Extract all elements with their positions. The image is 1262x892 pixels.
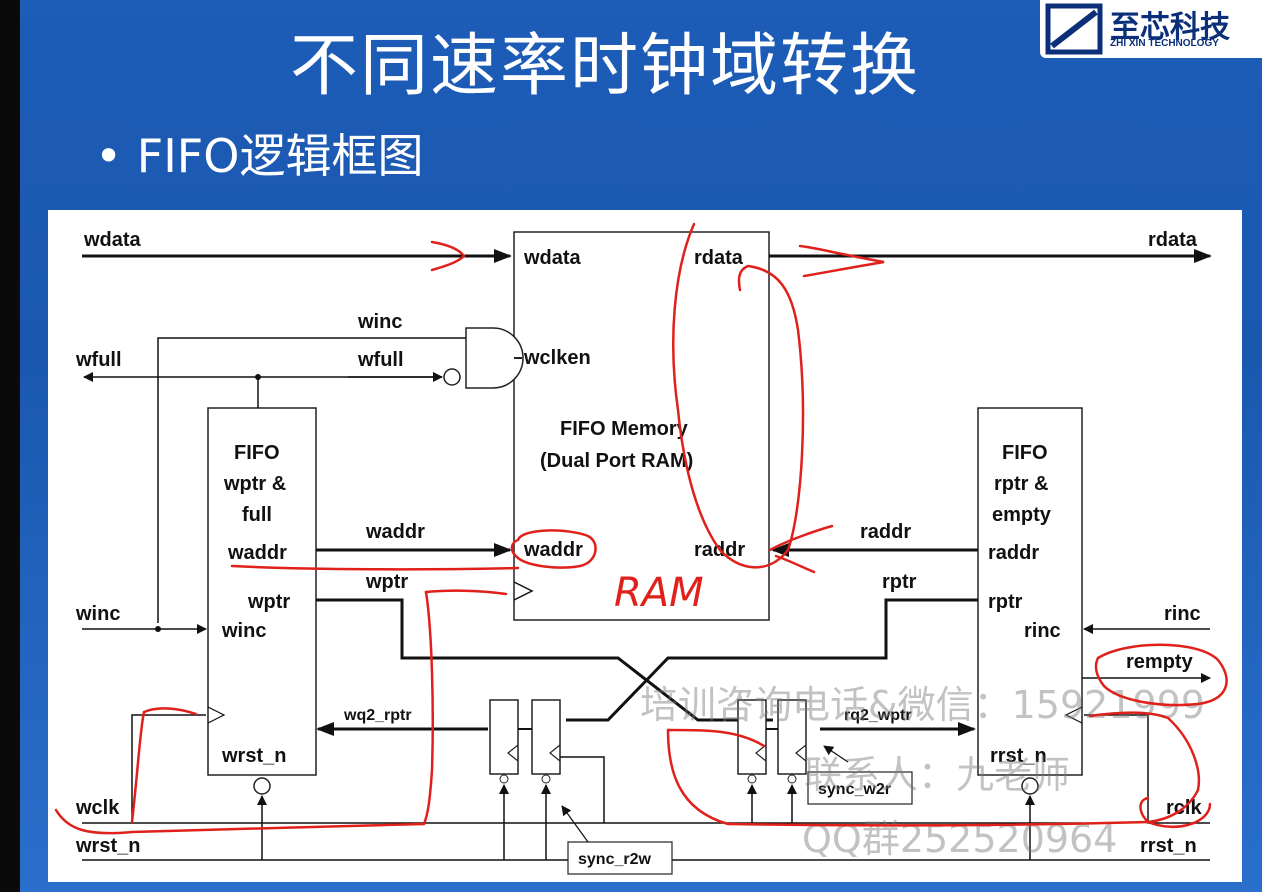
waddr-wire-label: waddr [365,521,425,543]
fifo-memory-box [513,231,770,621]
sync-w2r-label-box [807,771,913,805]
sync-r2w-flops [489,699,561,784]
wptr-wire-label: wptr [365,571,408,593]
logo-subtitle: ZHI XIN TECHNOLOGY [1110,38,1219,49]
wblock-line1: FIFO [234,442,280,464]
sync-w2r-label: sync_w2r [818,781,891,798]
wfull-gate-label: wfull [357,349,404,371]
rptr-wire-label: rptr [882,571,917,593]
wblock-port-winc: winc [221,620,266,642]
sync-w2r-flops [737,699,807,784]
memory-subtitle: (Dual Port RAM) [540,450,693,472]
rinc-input-label: rinc [1164,603,1201,625]
rptr-wire [566,598,978,722]
wblock-line3: full [242,504,272,526]
wdata-input-label: wdata [83,229,142,251]
rblock-line1: FIFO [1002,442,1048,464]
sync-r2w-label-box [567,841,673,875]
wblock-port-waddr: waddr [227,542,287,564]
rblock-port-rrst: rrst_n [990,745,1047,767]
wptr-wire [316,598,738,722]
mem-port-wclken: wclken [523,347,591,369]
rblock-line2: rptr & [994,473,1048,495]
company-logo: 至芯科技 ZHI XIN TECHNOLOGY [1040,0,1262,58]
winc-gate-label: winc [357,311,402,333]
mem-port-wdata: wdata [523,247,582,269]
rrst-n-input-label: rrst_n [1140,835,1197,857]
watermark-phone: 培训咨询电话&微信：15921999 [640,683,1205,727]
and-gate-icon [465,327,524,389]
inverter-bubble-icon [443,368,461,386]
handwritten-annotations [54,222,1228,835]
raddr-wire-label: raddr [860,521,911,543]
wrst-n-input-label: wrst_n [75,835,140,857]
logo-mark-icon [1045,3,1103,55]
rblock-port-rinc: rinc [1024,620,1061,642]
memory-title: FIFO Memory [560,418,689,440]
rempty-output-label: rempty [1126,651,1194,673]
diagram-canvas: wdata rdata wdata rdata winc wfull wfull… [54,222,1228,875]
wclk-input-label: wclk [75,797,120,819]
bullet-text: FIFO逻辑框图 [136,129,424,183]
rblock-port-raddr: raddr [988,542,1039,564]
mem-port-rdata: rdata [694,247,744,269]
sync-r2w-label: sync_r2w [578,851,651,868]
fifo-block-diagram: wdata rdata wdata rdata winc wfull wfull… [48,210,1242,882]
mem-port-waddr: waddr [523,539,583,561]
winc-input-label: winc [75,603,120,625]
bullet-item: • FIFO逻辑框图 [95,120,423,186]
ram-annotation: RAM [614,570,704,616]
wblock-port-wptr: wptr [247,591,290,613]
read-pointer-block [977,407,1083,776]
rdata-output-label: rdata [1148,229,1198,251]
wfull-output-label: wfull [75,349,122,371]
wq2-rptr-label: wq2_rptr [343,707,412,724]
rq2-wptr-label: rq2_wptr [844,707,912,724]
wblock-line2: wptr & [223,473,286,495]
bullet-marker: • [95,129,123,183]
rblock-line3: empty [992,504,1052,526]
logo-name: 至芯科技 [1110,10,1230,45]
watermark-contact: 联系人：九老师 [804,753,1070,797]
wblock-port-wrst: wrst_n [221,745,286,767]
slide-title: 不同速率时钟域转换 [290,27,921,106]
write-pointer-block [207,407,317,776]
rblock-port-rptr: rptr [988,591,1023,613]
left-edge-bar [0,0,20,892]
